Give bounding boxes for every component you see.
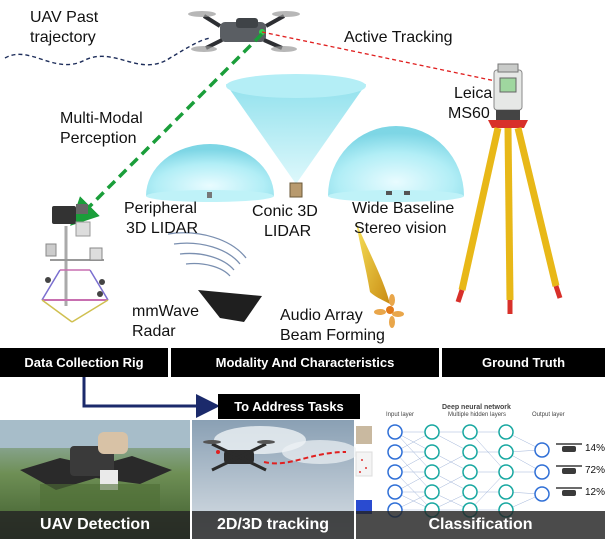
network-title: Deep neural network (442, 404, 511, 411)
label-multimodal-line1: Multi-Modal (60, 110, 143, 127)
network-input-label: Input layer (386, 412, 415, 418)
label-mmwave-line2: Radar (132, 323, 176, 340)
network-output-label: Output layer (532, 412, 565, 418)
label-active-tracking: Active Tracking (344, 29, 453, 46)
bar-ground-truth: Ground Truth (442, 348, 605, 377)
panel-uav-detection: UAV Detection (0, 420, 190, 539)
multimodal-arrow (70, 32, 264, 226)
label-wide-line2: Stereo vision (354, 220, 447, 237)
caption-tracking: 2D/3D tracking (192, 511, 354, 539)
label-multimodal-line2: Perception (60, 130, 137, 147)
data-collection-rig (41, 204, 109, 323)
task-arrow (82, 377, 220, 418)
mmwave-radar (167, 232, 262, 322)
label-leica-line2: MS60 (448, 105, 490, 122)
conic-lidar-sensor (289, 182, 303, 198)
caption-classification: Classification (356, 511, 605, 539)
label-conic-line2: LIDAR (264, 223, 312, 240)
panel-tracking: 2D/3D tracking (192, 420, 354, 539)
uav-trajectory-line (4, 37, 211, 66)
output-drone-icons (556, 443, 582, 496)
network-hidden-label: Multiple hidden layers (448, 412, 507, 418)
tripod-leica (455, 63, 563, 314)
label-audio-line1: Audio Array (280, 307, 363, 324)
panel-classification: Classification (356, 420, 605, 539)
label-conic-line1: Conic 3D (252, 203, 318, 220)
label-peripheral-line2: 3D LIDAR (126, 220, 199, 237)
bar-modality: Modality And Characteristics (171, 348, 439, 377)
drone-icon (188, 11, 300, 52)
stereo-vision-dome (328, 126, 464, 196)
bar-data-collection-rig: Data Collection Rig (0, 348, 168, 377)
output-percent-3: 12% (585, 487, 605, 498)
label-wide-line1: Wide Baseline (352, 200, 455, 217)
caption-uav-detection: UAV Detection (0, 511, 190, 539)
to-address-tasks-box: To Address Tasks (218, 394, 360, 419)
label-uav-past-line2: trajectory (30, 29, 96, 46)
label-mmwave-line1: mmWave (132, 303, 199, 320)
label-leica-line1: Leica (454, 85, 493, 102)
active-tracking-line (261, 31, 506, 84)
label-uav-past-line1: UAV Past (30, 9, 99, 26)
peripheral-lidar-dome (146, 144, 274, 196)
audio-beam (356, 222, 404, 328)
conic-lidar-cone (226, 74, 366, 184)
label-audio-line2: Beam Forming (280, 327, 385, 344)
label-peripheral-line1: Peripheral (124, 200, 197, 217)
output-percent-1: 14% (585, 443, 605, 454)
output-percent-2: 72% (585, 465, 605, 476)
